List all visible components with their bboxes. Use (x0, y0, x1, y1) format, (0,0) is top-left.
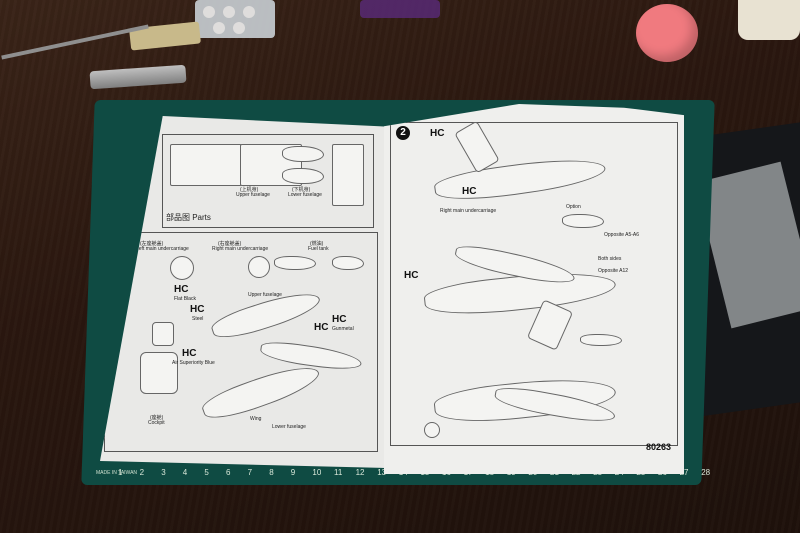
step-2-badge: 2 (396, 126, 410, 140)
cockpit-part (140, 352, 178, 394)
wheel-part (170, 256, 194, 280)
color-name: Air Superiority Blue (172, 360, 215, 366)
part-label: Right main undercarriage (440, 208, 497, 214)
part-label: Upper fuselage (248, 292, 282, 298)
ruler-number: 10 (312, 468, 322, 477)
ruler-number: 6 (226, 468, 231, 477)
ruler-number: 11 (334, 468, 343, 477)
seat-part (152, 322, 174, 346)
parts-title: 部品图 Parts (166, 213, 211, 222)
color-code: HC (404, 270, 419, 281)
part-label: Left main undercarriage (136, 246, 189, 252)
wheel-part (248, 256, 270, 278)
ruler-number: 3 (161, 468, 166, 477)
sprue-diagram (170, 144, 242, 186)
ruler-number: 13 (377, 468, 387, 477)
color-code: HC (332, 314, 347, 325)
color-code: HC (182, 348, 197, 359)
part-label: Option (566, 204, 581, 210)
ruler-number: 9 (290, 468, 296, 477)
kit-number: 80263 (646, 442, 672, 452)
part-label: Upper fuselage (236, 192, 270, 198)
color-name: Steel (192, 316, 204, 322)
color-code: HC (174, 284, 189, 295)
part-label: (左座舱盖) (140, 241, 164, 247)
parts-panel (162, 134, 374, 228)
part-label: Opposite A12 (598, 268, 629, 274)
ruler-number: 2 (139, 468, 145, 477)
part-label: Lower fuselage (272, 424, 306, 430)
ruler-number: 8 (269, 468, 274, 477)
ruler-number: 28 (701, 468, 711, 477)
ruler-number: 7 (247, 468, 253, 477)
pink-cap-icon (636, 4, 698, 62)
ruler-number: 1 (118, 468, 123, 477)
paint-bottle-icon (738, 0, 800, 40)
part-label: Lower fuselage (288, 192, 322, 198)
color-code: HC (462, 186, 477, 197)
part-label: (燃油) (310, 241, 324, 247)
color-name: Gunmetal (332, 326, 354, 332)
part-label: Both sides (598, 256, 622, 262)
part-label: (下机身) (292, 187, 311, 193)
part-label: Cockpit (148, 420, 165, 426)
fuel-tank-part (332, 256, 364, 270)
part-label: (上机身) (240, 187, 259, 193)
drop-tank-part (580, 334, 622, 346)
part-label: Fuel tank (308, 246, 329, 252)
part-label: Right main undercarriage (212, 246, 269, 252)
fuselage-part (282, 168, 324, 184)
ruler-number: 12 (355, 468, 365, 477)
part-label: Opposite A5-A6 (604, 232, 640, 238)
color-code: HC (314, 322, 329, 333)
color-name: Flat Black (174, 296, 196, 302)
wing-part (332, 144, 364, 206)
step-2-panel (390, 122, 678, 446)
color-code: HC (190, 304, 205, 315)
blister-pack-icon (195, 0, 275, 38)
ruler-number: 4 (182, 468, 188, 477)
fuel-tank-part (274, 256, 316, 270)
wheel-part (424, 422, 440, 438)
fuselage-part (282, 146, 324, 162)
cable-icon (360, 0, 440, 18)
ruler-number: 5 (204, 468, 209, 477)
made-in-label: MADE IN TAIWAN (96, 470, 138, 476)
instruction-page-right: 2 HC HC HC Right main undercarriage Both… (384, 104, 684, 474)
part-label: (座舱) (150, 415, 164, 421)
part-label: Wing (250, 416, 262, 422)
part-label: (右座舱盖) (218, 241, 242, 247)
drop-tank-part (562, 214, 604, 228)
color-code: HC (430, 128, 445, 139)
ruler-number: 27 (679, 468, 689, 477)
